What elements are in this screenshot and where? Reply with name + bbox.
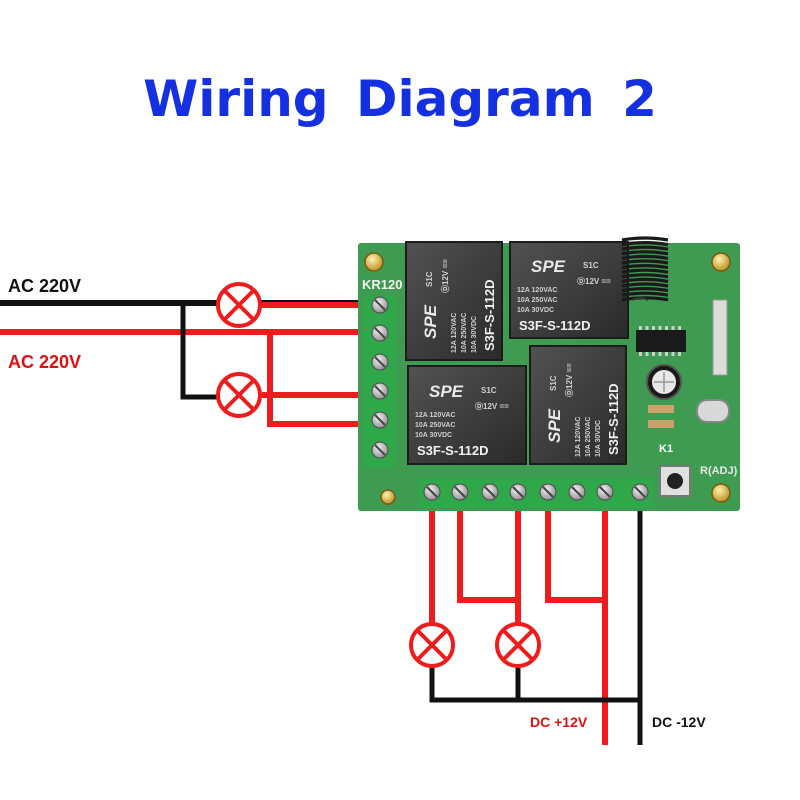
relay-brand-text: SPE xyxy=(545,408,564,443)
relay-brand-text: SPE xyxy=(421,304,440,339)
ac-bottom-label: AC 220V xyxy=(8,352,81,372)
mount-hole xyxy=(711,483,731,503)
screw-terminal-icon xyxy=(371,441,389,459)
relay-code-text: S1C xyxy=(549,375,558,391)
screw-terminal-icon xyxy=(371,411,389,429)
relay-model-text: S3F-S-112D xyxy=(519,318,591,333)
relay-rating-text: 10A 250VAC xyxy=(415,422,455,429)
relay-rating-text: 10A 250VAC xyxy=(517,297,557,304)
screw-terminal-icon xyxy=(371,382,389,400)
bottom-terminal-block xyxy=(418,478,654,508)
button-label: R(ADJ) xyxy=(700,465,738,477)
crystal-icon xyxy=(696,399,730,423)
relay-model-text: S3F-S-112D xyxy=(482,279,497,351)
relay-rating-text: 12A 120VAC xyxy=(451,313,458,353)
lamp-icon xyxy=(495,622,541,668)
k1-label: K1 xyxy=(659,443,673,455)
lamp-icon xyxy=(216,282,262,328)
relay2-out-wire xyxy=(457,495,521,625)
dc-minus-label: DC -12V xyxy=(652,714,706,730)
screw-terminal-icon xyxy=(371,353,389,371)
wires xyxy=(0,300,643,745)
capacitor-icon xyxy=(646,364,682,400)
screw-terminal-icon xyxy=(596,483,614,501)
relay-rating-text: 12A 120VAC xyxy=(517,287,557,294)
relay-rating-text: 10A 30VDC xyxy=(517,307,554,314)
relay-coil-text: Ⓓ12V == xyxy=(475,401,509,411)
relay-model-text: S3F-S-112D xyxy=(606,383,621,455)
relay-rating-text: 12A 120VAC xyxy=(415,412,455,419)
push-button-icon xyxy=(659,465,691,497)
resistor xyxy=(648,405,674,413)
lamp-icon xyxy=(216,372,262,418)
relay-coil-text: Ⓓ12V == xyxy=(440,259,450,293)
mount-hole xyxy=(364,252,384,272)
relay-code-text: S1C xyxy=(481,386,497,395)
relay-coil-text: Ⓓ12V == xyxy=(564,363,574,397)
relay-rating-text: 12A 120VAC xyxy=(575,417,582,457)
relay-code-text: S1C xyxy=(583,261,599,270)
antenna-coil-icon xyxy=(621,236,669,302)
relay-code-text: S1C xyxy=(425,271,434,287)
relay-model-text: S3F-S-112D xyxy=(417,443,489,458)
mount-hole xyxy=(711,252,731,272)
left-terminal-block xyxy=(364,296,396,468)
relay-rating-text: 10A 250VAC xyxy=(461,313,468,353)
relay-rating-text: 10A 30VDC xyxy=(415,432,452,439)
dc-plus-label: DC +12V xyxy=(530,714,588,730)
ac-black-branch xyxy=(180,303,218,400)
relay-icon: SPE S1C Ⓓ12V == 12A 120VAC 10A 250VAC 10A 30V… xyxy=(407,365,527,465)
relay-rating-text: 10A 30VDC xyxy=(595,420,602,457)
ac-top-label: AC 220V xyxy=(8,276,81,296)
relay-brand-text: SPE xyxy=(531,257,566,276)
lamp-icon xyxy=(409,622,455,668)
relay-coil-text: Ⓓ12V == xyxy=(577,276,611,286)
screw-terminal-icon xyxy=(509,483,527,501)
screw-terminal-icon xyxy=(451,483,469,501)
relay-com-bus xyxy=(545,495,605,603)
relay-rating-text: 10A 30VDC xyxy=(471,316,478,353)
mount-hole xyxy=(380,489,396,505)
screw-terminal-icon xyxy=(631,483,649,501)
ic-chip xyxy=(636,326,686,356)
screw-terminal-icon xyxy=(539,483,557,501)
screw-terminal-icon xyxy=(568,483,586,501)
screw-terminal-icon xyxy=(423,483,441,501)
screw-terminal-icon xyxy=(481,483,499,501)
ic-strip xyxy=(712,299,728,376)
relay-rating-text: 10A 250VAC xyxy=(585,417,592,457)
resistor xyxy=(648,420,674,428)
ac-red-branch xyxy=(267,332,375,427)
dc-return-wire xyxy=(429,668,640,703)
board-model-text: KR120 xyxy=(362,277,402,292)
screw-terminal-icon xyxy=(371,296,389,314)
relay-brand-text: SPE xyxy=(429,382,464,401)
diagram-title: Wiring Diagram 2 xyxy=(143,70,657,128)
screw-terminal-icon xyxy=(371,324,389,342)
relay-icon: SPE S1C Ⓓ12V == 12A 120VAC 10A 250VAC 10A 30V… xyxy=(509,241,629,339)
